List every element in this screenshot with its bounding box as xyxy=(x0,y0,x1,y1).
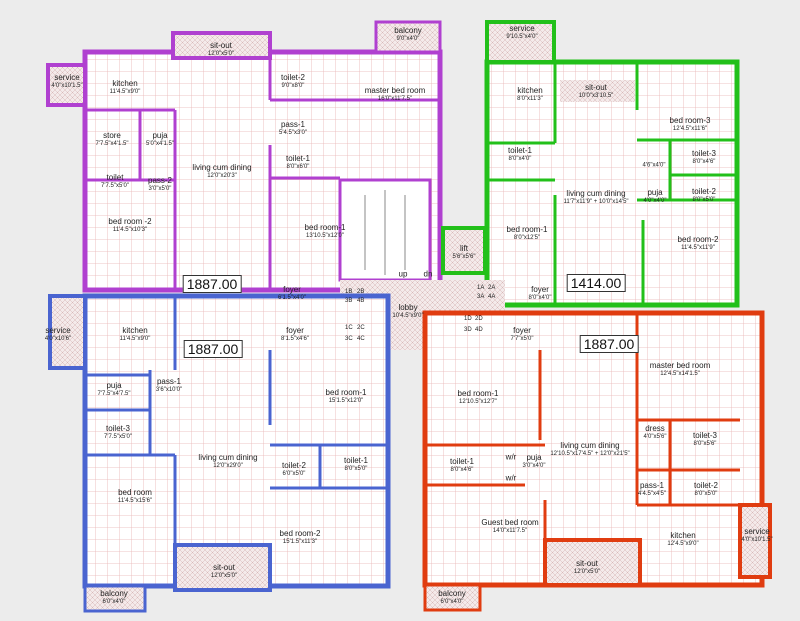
flat-code: 3D xyxy=(464,327,472,333)
unit-d xyxy=(422,310,772,612)
flat-code: 1D xyxy=(464,316,472,322)
flat-code: 1C xyxy=(345,325,353,331)
flat-code: 4D xyxy=(475,327,483,333)
unit-area: 1887.00 xyxy=(182,275,242,293)
flat-code: 2B xyxy=(357,289,365,295)
unit-a xyxy=(46,20,443,293)
stair-up-label: up xyxy=(398,269,408,279)
flat-code: 1A xyxy=(477,285,485,291)
flat-code: 2D xyxy=(475,316,483,322)
flat-code: 1B xyxy=(345,289,353,295)
unit-area: 1414.00 xyxy=(566,274,626,292)
room-label: 4'6"x4'0" xyxy=(642,162,666,169)
room-label: w/r xyxy=(505,452,517,462)
flat-code: 4A xyxy=(488,294,496,300)
room-label: w/r xyxy=(505,473,517,483)
unit-b xyxy=(484,20,740,308)
flat-code: 4B xyxy=(357,298,365,304)
unit-area: 1887.00 xyxy=(183,340,243,358)
flat-code: 3A xyxy=(477,294,485,300)
flat-code: 2A xyxy=(488,285,496,291)
flat-code: 3C xyxy=(345,336,353,342)
stair-dn-label: dn xyxy=(423,269,433,279)
flat-code: 2C xyxy=(357,325,365,331)
flat-code: 3B xyxy=(345,298,353,304)
unit-area: 1887.00 xyxy=(579,335,639,353)
flat-code: 4C xyxy=(357,336,365,342)
staircase xyxy=(338,178,487,282)
